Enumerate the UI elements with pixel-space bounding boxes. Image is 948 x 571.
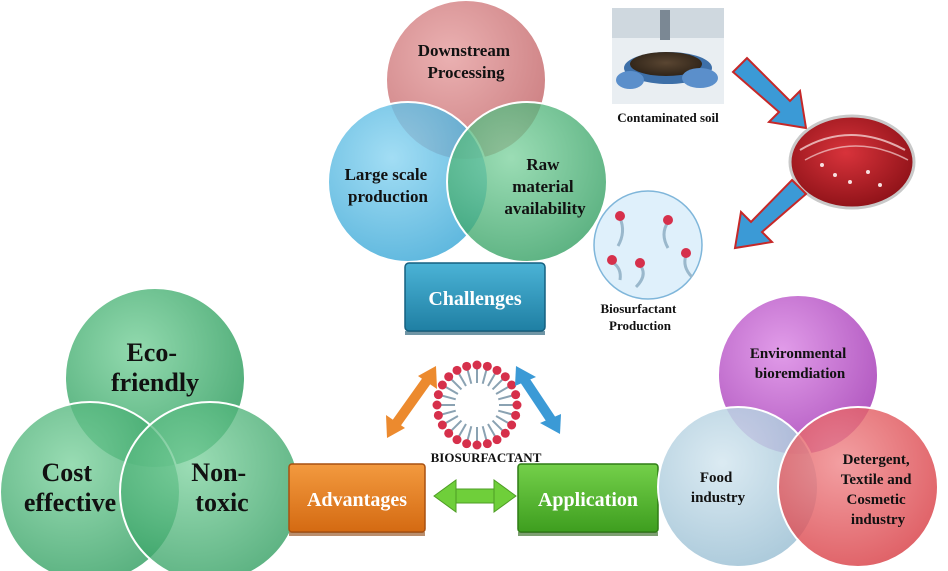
biosurfactant-center-label: BIOSURFACTANT [431,450,542,465]
contaminated-soil-label: Contaminated soil [617,110,719,125]
micelle-head [452,365,462,375]
food-industry-line-1: Food [700,470,733,486]
arrow-orange-diagonal [386,366,437,438]
environmental-line-1: Environmental [750,346,846,362]
eco-friendly-line-1: Eco- [126,338,177,367]
arrow-blue-diagonal [515,366,561,434]
micelle-head [437,420,447,430]
raw-material-line-2: material [512,177,574,196]
petri-dish-soil-photo [612,8,724,104]
micelle-head [511,410,521,420]
challenges-venn: Downstream Processing Large scale produc… [327,0,608,263]
detergent-textile-cosmetic-label: Detergent, Textile and Cosmetic industry [841,452,915,528]
detergent-line-4: industry [851,512,906,528]
arrow-green-double [433,479,517,513]
micelle-head [472,360,482,370]
arrow-soil-to-culture [731,56,808,130]
micelle-head [492,365,502,375]
advantages-venn: Eco- friendly Cost effective Non- toxic [0,287,301,571]
biosurfactant-production-line-2: Production [609,318,672,333]
micelle-head [444,428,454,438]
production-flow: Contaminated soil [593,8,916,333]
micelle-head [507,380,517,390]
downstream-processing-label: Downstream Processing [418,41,514,82]
cost-effective-line-2: effective [24,488,116,517]
application-button-label: Application [538,489,638,511]
micelle-molecule-icon [432,360,522,450]
detergent-line-3: Cosmetic [847,492,906,508]
advantages-button-label: Advantages [307,489,407,511]
raw-material-line-3: availability [504,199,586,218]
large-scale-production-label: Large scale production [345,165,432,206]
eco-friendly-line-2: friendly [111,368,199,397]
micelle-head [433,410,443,420]
micelle-head [433,390,443,400]
micelle-head [472,440,482,450]
large-scale-line-2: production [348,187,429,206]
micelle-head [462,439,472,449]
environmental-bioremediation-label: Environmental bioremdiation [750,346,850,382]
large-scale-line-1: Large scale [345,165,428,184]
detergent-line-2: Textile and [841,472,912,488]
raw-material-line-1: Raw [526,155,560,174]
downstream-line-1: Downstream [418,41,510,60]
biosurfactant-production-label: Biosurfactant Production [600,301,679,333]
raw-material-circle [446,101,608,263]
micelle-head [452,435,462,445]
micelle-head [500,428,510,438]
food-industry-label: Food industry [691,470,746,506]
biosurfactant-production-line-1: Biosurfactant [600,301,677,316]
micelle-head [437,380,447,390]
downstream-line-2: Processing [427,63,505,82]
advantages-button[interactable]: Advantages [288,463,426,536]
micelle-head [482,361,492,371]
challenges-button-label: Challenges [428,288,522,310]
challenges-button[interactable]: Challenges [404,262,546,335]
micelle-head [507,420,517,430]
food-industry-line-2: industry [691,490,746,506]
arrow-culture-to-production [733,178,808,250]
micelle-head [444,372,454,382]
micelle-head [512,400,522,410]
raw-material-label: Raw material availability [504,155,586,218]
micelle-head [511,390,521,400]
petri-dish-culture-photo [788,114,916,210]
environmental-line-2: bioremdiation [755,366,846,382]
non-toxic-line-2: toxic [195,488,248,517]
micelle-head [462,361,472,371]
application-button[interactable]: Application [517,463,659,536]
biosurfactant-molecules-icon [593,190,703,300]
cost-effective-label: Cost effective [24,458,116,517]
micelle-head [492,435,502,445]
micelle-head [500,372,510,382]
cost-effective-line-1: Cost [41,458,92,487]
non-toxic-line-1: Non- [191,458,246,487]
micelle-head [432,400,442,410]
eco-friendly-label: Eco- friendly [111,338,199,397]
detergent-textile-cosmetic-circle [777,406,939,568]
micelle-head [482,439,492,449]
detergent-line-1: Detergent, [843,452,910,468]
application-venn: Environmental bioremdiation Food industr… [657,294,939,568]
non-toxic-label: Non- toxic [191,458,252,517]
